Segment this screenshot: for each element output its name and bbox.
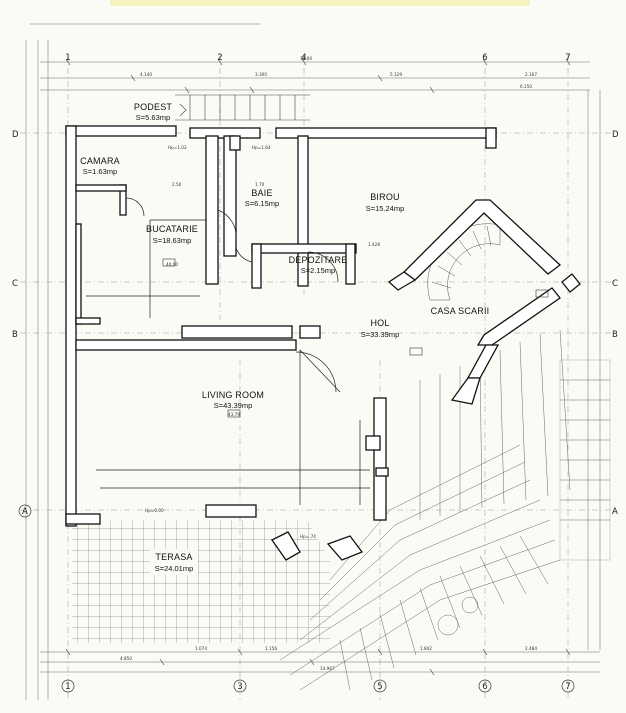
grid-axis-label: 6 — [482, 682, 487, 692]
dimension-text: 14.967 — [320, 666, 335, 671]
dimension-text: 40.00 — [166, 262, 178, 267]
room-name: DEPOZITARE — [289, 255, 348, 265]
label-backing — [150, 549, 198, 575]
room-living-room: LIVING ROOM S=43.39mp — [202, 390, 264, 410]
grid-axis-label: 1 — [65, 682, 70, 692]
interior-lines — [86, 197, 370, 505]
grid-axis-label: 6 — [482, 53, 487, 63]
grid-axis-label: C — [12, 279, 18, 289]
dimension-text: 2.167 — [525, 72, 537, 77]
grid-axis-label: 5 — [377, 682, 382, 692]
room-baie: BAIE S=6.15mp — [245, 188, 279, 208]
dimension-text: 12.00 — [300, 56, 312, 61]
grid-axis-right: D C B A — [612, 130, 619, 517]
grid-axis-bottom-labels: 1 3 5 6 7 — [65, 682, 570, 692]
room-camara: CAMARA S=1.63mp — [80, 156, 120, 176]
room-name: TERASA — [155, 552, 192, 562]
room-area: S=6.15mp — [245, 199, 279, 208]
room-name: LIVING ROOM — [202, 390, 264, 400]
grid-axis-label: C — [612, 279, 618, 289]
room-area: S=1.63mp — [83, 167, 117, 176]
dimension-text: 43.79 — [228, 412, 240, 417]
dimension-text: 5.129 — [390, 72, 402, 77]
grid-axis-label: 2 — [217, 53, 222, 63]
paper-edge-highlight — [110, 0, 530, 6]
room-area: S=15.24mp — [366, 204, 405, 213]
grid-axis-label: A — [22, 507, 28, 517]
room-name: HOL — [370, 318, 389, 328]
spiral-staircase — [427, 223, 501, 301]
grid-axis-label: D — [12, 130, 19, 140]
room-name: CASA SCARII — [431, 306, 490, 316]
room-name: PODEST — [134, 102, 173, 112]
room-name: BUCATARIE — [146, 224, 198, 234]
grid-axis-label: 7 — [565, 53, 570, 63]
dimension-text: 4.850 — [120, 656, 132, 661]
room-name: BIROU — [370, 192, 400, 202]
dimension-lines — [25, 23, 601, 700]
grid-axis-left: D C B A — [12, 130, 28, 517]
terrace-tiling — [72, 520, 307, 643]
room-casa-scarii: CASA SCARII — [431, 306, 490, 316]
room-area: S=33.39mp — [361, 330, 400, 339]
room-terasa: TERASA S=24.01mp — [150, 549, 198, 575]
level-mark: Hp=1.64 — [252, 145, 271, 150]
dimension-ticks — [65, 58, 571, 676]
grid-axis-label: 1 — [65, 53, 70, 63]
dimension-text: 1.428 — [368, 242, 380, 247]
dimension-text: 1.70 — [255, 182, 265, 187]
grid-axis-top: 1 2 4 6 7 — [65, 53, 570, 63]
dimension-text: 1.156 — [265, 646, 277, 651]
level-mark: Hp=0.00 — [145, 508, 164, 513]
level-marker-boxes — [162, 258, 549, 418]
dimension-text: 4.140 — [140, 72, 152, 77]
walls — [65, 125, 581, 561]
grid-axis-label: A — [612, 507, 618, 517]
room-area: S=2.15mp — [301, 266, 335, 275]
room-hol: HOL S=33.39mp — [361, 318, 400, 339]
level-mark: Hp=1.02 — [168, 145, 187, 150]
room-bucatarie: BUCATARIE S=18.63mp — [146, 224, 198, 245]
grid-axis-label: 3 — [237, 682, 242, 692]
dimension-text: 2.50 — [172, 182, 182, 187]
grid-bubble — [18, 504, 32, 518]
room-area: S=5.63mp — [136, 113, 170, 122]
dimension-text: 2.484 — [525, 646, 537, 651]
room-area: S=43.39mp — [214, 401, 253, 410]
grid-axis-label: B — [612, 330, 618, 340]
dimension-text: 3.300 — [255, 72, 267, 77]
dimension-text: 1.074 — [195, 646, 207, 651]
room-podest: PODEST S=5.63mp — [134, 102, 173, 122]
grid-axis-label: 4 — [301, 53, 306, 63]
room-birou: BIROU S=15.24mp — [366, 192, 405, 213]
grid-axis-label: B — [12, 330, 18, 340]
dimension-text: 6.150 — [520, 84, 532, 89]
dimension-text: 1.842 — [420, 646, 432, 651]
grid-axis-label: 7 — [565, 682, 570, 692]
terrace-tiling-edge — [307, 520, 330, 643]
room-depozitare: DEPOZITARE S=2.15mp — [289, 255, 348, 275]
grid-axis-bottom — [61, 679, 575, 693]
room-area: S=24.01mp — [155, 564, 194, 573]
podest-stairs — [175, 94, 310, 121]
room-name: BAIE — [251, 188, 272, 198]
room-name: CAMARA — [80, 156, 120, 166]
exterior-stairs — [279, 329, 611, 691]
grid-axis-label: D — [612, 130, 619, 140]
room-area: S=18.63mp — [153, 236, 192, 245]
